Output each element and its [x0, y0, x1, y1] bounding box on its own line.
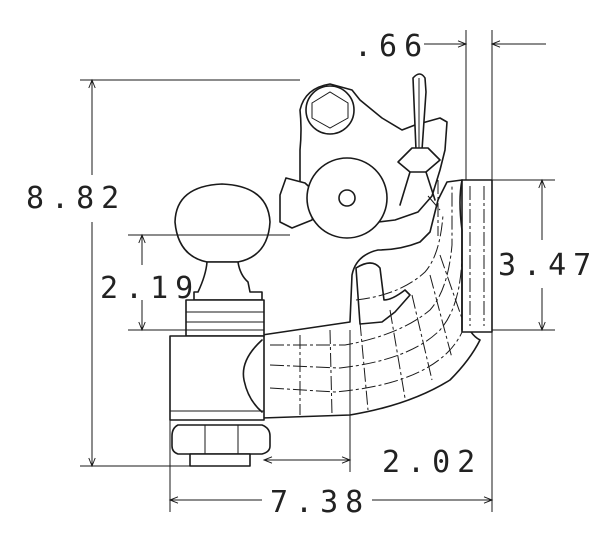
channel-hidden-2 [269, 249, 463, 369]
coupler-part [169, 73, 493, 467]
side-slot [355, 262, 411, 325]
dimension-lines [80, 30, 555, 512]
dimension-labels: .66 8.82 2.19 3.47 2.02 7.38 [26, 29, 598, 520]
dim-label-shank-offset: 2.02 [382, 445, 482, 480]
hex-nut [171, 424, 271, 455]
ball-shank [169, 335, 265, 421]
channel-hidden-3 [269, 289, 473, 393]
channel-hidden-4 [355, 214, 444, 301]
locking-disc [306, 157, 388, 239]
receiver-socket [461, 179, 493, 333]
channel-ribs [299, 254, 467, 416]
locking-disc-hole [338, 189, 356, 207]
safety-pin [397, 73, 441, 206]
dim-label-coupler-opening: 3.47 [498, 248, 598, 283]
hitch-ball [174, 183, 271, 263]
ball-neck [193, 261, 263, 301]
dim-label-top-offset: .66 [354, 29, 429, 64]
dim-label-overall-height: 8.82 [26, 181, 126, 216]
dim-label-overall-length: 7.38 [270, 485, 370, 520]
channel-hidden-1 [270, 185, 453, 346]
dim-label-ball-height: 2.19 [100, 271, 200, 306]
top-roller [305, 85, 355, 135]
hitch-ball-assembly [169, 183, 271, 467]
threaded-stud [189, 453, 251, 467]
